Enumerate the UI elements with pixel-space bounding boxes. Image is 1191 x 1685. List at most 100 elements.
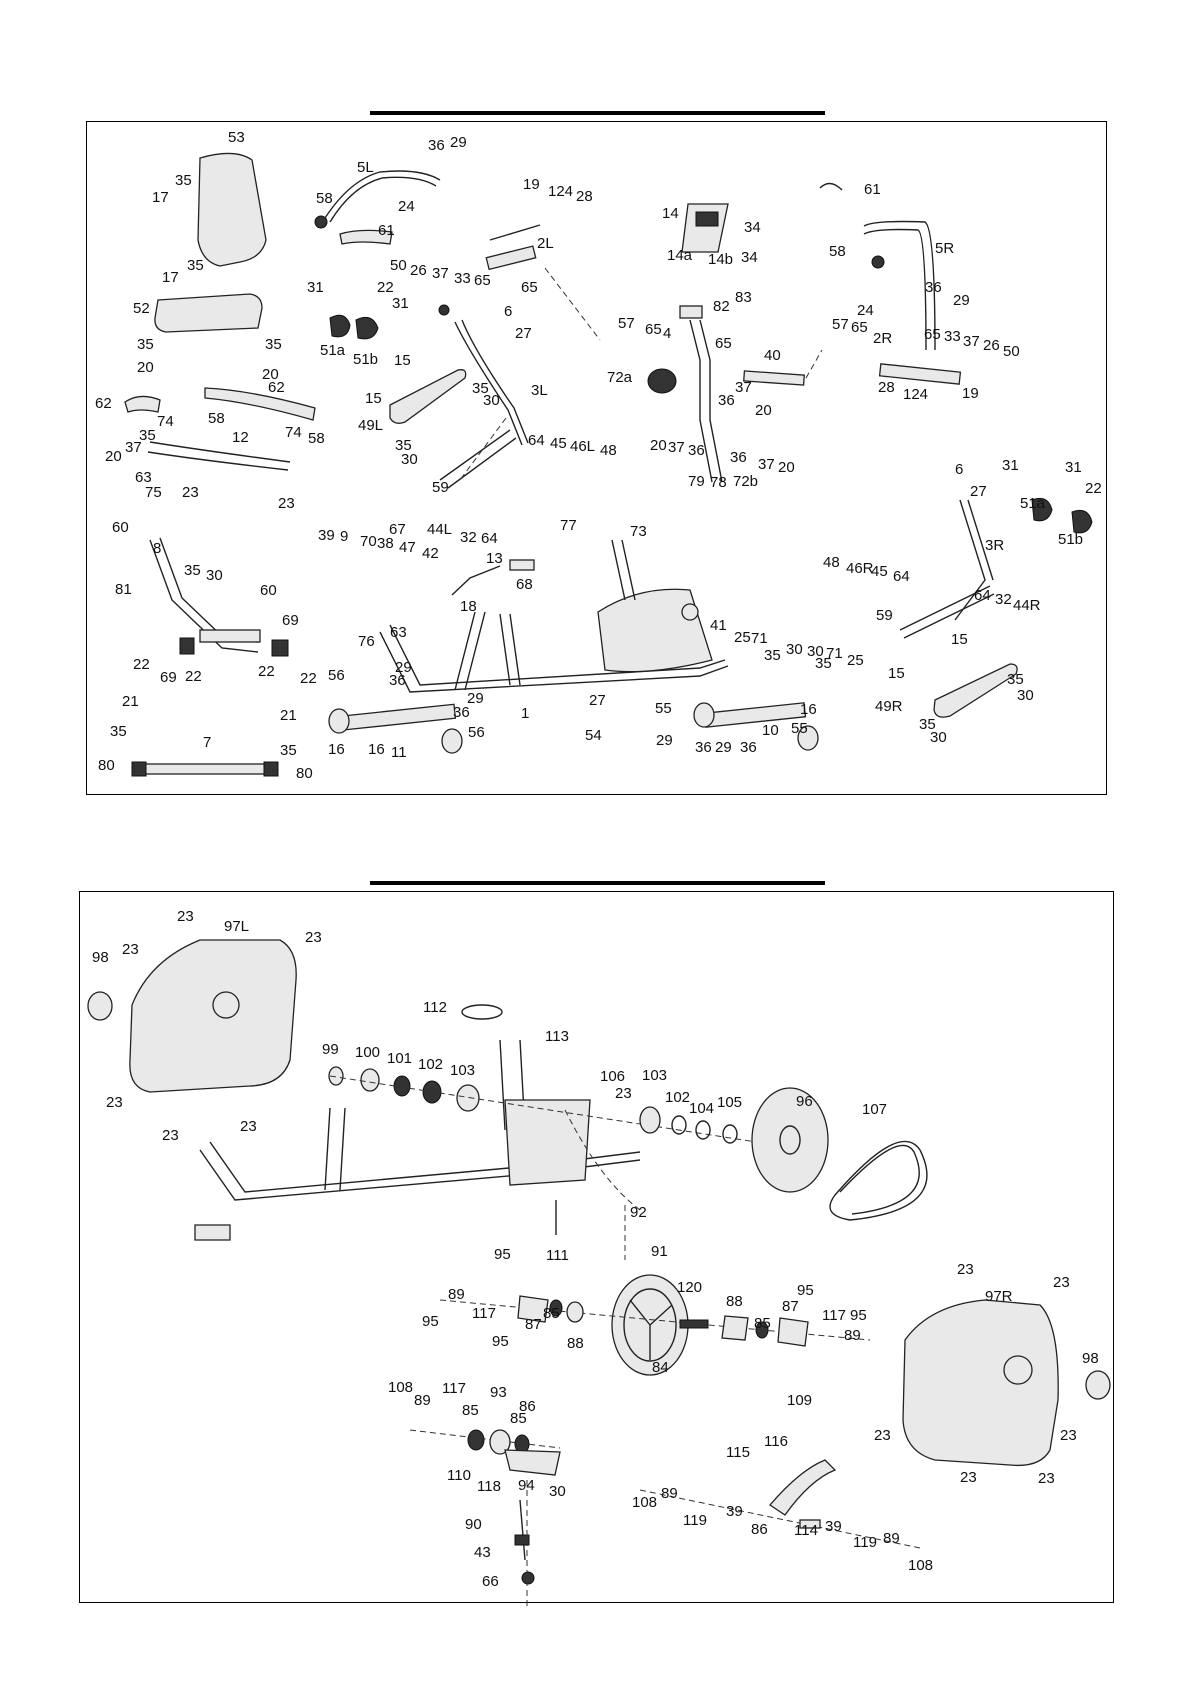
panel2-part-label: 97L (224, 918, 249, 935)
panel2-part-label: 95 (850, 1307, 867, 1324)
panel1-part-label: 64 (974, 587, 991, 604)
connector-dashes-1 (459, 267, 823, 481)
panel2-part-label: 23 (305, 929, 322, 946)
panel2-part-label: 115 (726, 1444, 750, 1461)
panel2-part-label: 108 (908, 1557, 933, 1574)
panel2-part-label: 85 (510, 1410, 527, 1427)
panel1-part-label: 56 (328, 667, 345, 684)
panel1-part-label: 29 (953, 292, 970, 309)
panel1-part-label: 65 (924, 326, 941, 343)
panel1-part-label: 9 (340, 528, 348, 545)
bearing-stack-99-103 (328, 1066, 796, 1149)
panel1-part-label: 29 (467, 690, 484, 707)
panel1-part-label: 10 (762, 722, 779, 739)
panel1-part-label: 37 (125, 439, 142, 456)
panel1-part-label: 20 (755, 402, 772, 419)
panel1-part-label: 30 (401, 451, 418, 468)
panel1-part-label: 60 (260, 582, 277, 599)
seat-backrest-53 (197, 152, 267, 267)
panel2-part-label: 117 (442, 1380, 466, 1397)
panel1-part-label: 14b (708, 251, 733, 268)
panel1-part-label: 16 (800, 701, 817, 718)
panel1-part-label: 22 (133, 656, 150, 673)
panel1-part-label: 67 (389, 521, 406, 538)
panel1-part-label: 3R (985, 537, 1004, 554)
panel1-part-label: 30 (930, 729, 947, 746)
panel1-part-label: 30 (1017, 687, 1034, 704)
panel1-part-label: 35 (919, 716, 936, 733)
left-shroud-97L (87, 939, 297, 1093)
tension-bracket-115 (639, 1459, 921, 1549)
panel1-part-label: 58 (208, 410, 225, 427)
panel1-part-label: 74 (285, 424, 302, 441)
panel1-part-label: 35 (184, 562, 201, 579)
panel1-part-label: 60 (112, 519, 129, 536)
panel1-part-label: 27 (970, 483, 987, 500)
section-rule-bottom (370, 881, 825, 885)
panel2-part-label: 39 (726, 1503, 743, 1520)
panel1-part-label: 30 (807, 643, 824, 660)
panel1-part-label: 24 (857, 302, 874, 319)
panel1-part-label: 55 (655, 700, 672, 717)
left-pedal-assembly (389, 304, 529, 489)
panel1-part-label: 31 (307, 279, 324, 296)
panel2-part-label: 119 (853, 1534, 877, 1551)
panel1-part-label: 22 (377, 279, 394, 296)
panel2-part-label: 120 (677, 1279, 702, 1296)
panel2-part-label: 43 (474, 1544, 491, 1561)
panel2-part-label: 102 (418, 1056, 443, 1073)
panel2-part-label: 86 (751, 1521, 768, 1538)
panel1-part-label: 33 (944, 328, 961, 345)
panel1-part-label: 32 (460, 529, 477, 546)
panel1-part-label: 83 (735, 289, 752, 306)
panel1-part-label: 26 (410, 262, 427, 279)
panel2-part-label: 96 (796, 1093, 813, 1110)
panel2-part-label: 117 (472, 1305, 496, 1322)
panel1-part-label: 58 (308, 430, 325, 447)
panel1-part-label: 44R (1013, 597, 1041, 614)
panel2-part-label: 90 (465, 1516, 482, 1533)
panel2-part-label: 118 (477, 1478, 501, 1495)
panel1-part-label: 35 (110, 723, 127, 740)
panel1-part-label: 124 (903, 386, 928, 403)
panel2-part-label: 97R (985, 1288, 1013, 1305)
panel1-part-label: 1 (521, 705, 529, 722)
panel1-part-label: 6 (955, 461, 963, 478)
panel2-part-label: 105 (717, 1094, 742, 1111)
drive-belt-107 (829, 1140, 928, 1221)
panel1-part-label: 30 (483, 392, 500, 409)
panel2-part-label: 103 (642, 1067, 667, 1084)
panel2-part-label: 23 (162, 1127, 179, 1144)
main-frame-1 (379, 539, 729, 693)
panel1-part-label: 75 (145, 484, 162, 501)
main-frame-2 (194, 1039, 641, 1241)
panel1-part-label: 124 (548, 183, 573, 200)
panel1-part-label: 71 (751, 630, 768, 647)
panel1-part-label: 69 (282, 612, 299, 629)
panel2-part-label: 30 (549, 1483, 566, 1500)
panel1-part-label: 6 (504, 303, 512, 320)
panel1-part-label: 20 (778, 459, 795, 476)
panel1-part-label: 62 (95, 395, 112, 412)
panel1-part-label: 65 (715, 335, 732, 352)
panel1-part-label: 36 (730, 449, 747, 466)
panel1-part-label: 35 (764, 647, 781, 664)
panel2-part-label: 113 (545, 1028, 569, 1045)
connector-dashes-2 (555, 1109, 641, 1260)
panel2-part-label: 95 (797, 1282, 814, 1299)
panel2-part-label: 23 (106, 1094, 123, 1111)
panel2-part-label: 23 (960, 1469, 977, 1486)
panel2-part-label: 108 (388, 1379, 413, 1396)
panel1-part-label: 5L (357, 159, 374, 176)
panel1-part-label: 25 (847, 652, 864, 669)
panel2-part-label: 85 (754, 1315, 771, 1332)
left-pivot-tube-2L (485, 224, 541, 271)
panel1-part-label: 36 (688, 442, 705, 459)
panel1-part-label: 82 (713, 298, 730, 315)
panel1-part-label: 65 (474, 272, 491, 289)
panel1-part-label: 35 (175, 172, 192, 189)
panel1-part-label: 24 (398, 198, 415, 215)
panel1-part-label: 41 (710, 617, 727, 634)
panel2-part-label: 95 (422, 1313, 439, 1330)
